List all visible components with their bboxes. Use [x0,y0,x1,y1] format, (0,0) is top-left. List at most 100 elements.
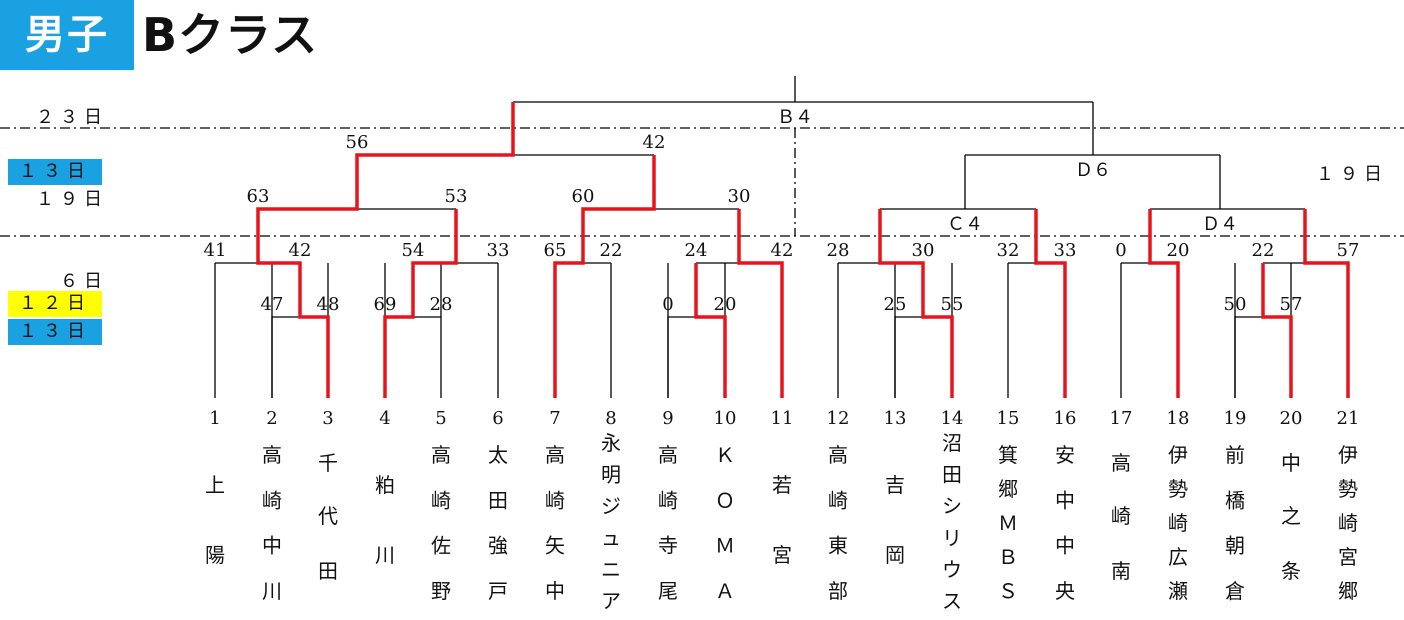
score-r2_3-left: 65 [544,240,567,261]
score-r2_4-left: 24 [685,240,708,261]
team-name-21-char-3: 宮 [1338,545,1358,569]
team-name-10-char-2: Ｍ [715,534,735,558]
team-number-18: 18 [1167,408,1190,429]
team-number-20: 20 [1280,408,1303,429]
team-number-4: 4 [379,408,390,429]
team-name-18-char-1: 勢 [1168,477,1188,501]
team-name-16-char-0: 安 [1055,443,1075,467]
bracket-line-0 [271,316,328,398]
team-name-20-char-1: 之 [1281,504,1301,528]
winner-path-2 [553,155,656,398]
team-name-18-char-0: 伊 [1168,443,1188,467]
team-number-7: 7 [549,408,560,429]
team-number-11: 11 [771,408,794,429]
score-r2_4-right: 42 [771,240,794,261]
team-name-7-char-3: 中 [545,579,565,603]
team-name-19-char-2: 朝 [1225,534,1245,558]
team-name-14-char-2: シ [942,494,962,518]
team-name-13-char-1: 岡 [885,543,905,567]
score-r1_13_14-left: 25 [884,294,907,315]
team-name-21-char-4: 郷 [1338,579,1358,603]
team-name-5-char-2: 佐 [431,534,451,558]
team-name-17-char-0: 高 [1111,451,1131,475]
team-name-2-char-0: 高 [262,443,282,467]
bracket-line-2 [667,316,725,398]
team-name-21-char-0: 伊 [1338,443,1358,467]
team-name-18-char-3: 広 [1168,545,1188,569]
team-name-15-char-0: 箕 [998,443,1018,467]
team-name-2-char-1: 崎 [262,488,282,512]
team-name-2-char-3: 川 [262,579,282,603]
team-name-14-char-4: ウ [942,557,962,581]
team-name-14-char-1: 田 [942,463,962,487]
date-12: １２日 [8,291,102,317]
team-name-8-char-4: ニ [601,557,621,581]
team-name-18-char-4: 瀬 [1168,579,1188,603]
date-13-bottom: １３日 [8,319,102,345]
team-name-11-char-1: 宮 [772,543,792,567]
team-name-12-char-0: 高 [828,443,848,467]
team-name-4-char-1: 川 [375,543,395,567]
score-r1_4_5-right: 28 [430,294,453,315]
date-6: ６日 [60,271,108,292]
team-number-3: 3 [322,408,333,429]
score-r2_2-left: 54 [402,240,425,261]
team-name-5-char-0: 高 [431,443,451,467]
team-name-10-char-0: Ｋ [715,443,735,467]
team-number-10: 10 [714,408,737,429]
team-name-14-char-5: ス [942,589,962,613]
team-number-21: 21 [1337,408,1360,429]
team-number-1: 1 [209,408,220,429]
score-r1_19_20-right: 57 [1280,294,1303,315]
score-sf_left-left: 56 [346,132,369,153]
winner-path-4 [737,209,784,398]
team-name-12-char-2: 東 [828,534,848,558]
team-number-17: 17 [1110,408,1133,429]
team-name-3-char-0: 千 [318,451,338,475]
node-b4: Ｂ４ [777,107,813,128]
team-number-8: 8 [605,408,616,429]
team-name-1-char-1: 陽 [205,543,225,567]
score-r2_3-right: 22 [600,240,623,261]
date-23: ２３日 [36,107,108,128]
team-name-14-char-0: 沼 [942,431,962,455]
team-name-4-char-0: 粕 [375,473,395,497]
team-name-9-char-3: 尾 [658,579,678,603]
team-name-6-char-2: 強 [488,534,508,558]
team-name-15-char-4: Ｓ [998,579,1018,603]
bracket-line-3 [894,316,952,398]
score-r2_6-right: 33 [1054,240,1077,261]
team-name-1-char-0: 上 [205,473,225,497]
score-r1_2_3-right: 48 [317,294,340,315]
team-name-12-char-1: 崎 [828,488,848,512]
team-number-13: 13 [884,408,907,429]
team-name-20-char-0: 中 [1281,451,1301,475]
score-r2_6-left: 32 [997,240,1020,261]
team-name-8-char-0: 永 [601,431,621,455]
team-name-18-char-2: 崎 [1168,511,1188,535]
team-name-17-char-1: 崎 [1111,504,1131,528]
team-name-9-char-2: 寺 [658,534,678,558]
class-title: Bクラス [142,8,319,62]
winner-path-1 [383,209,458,398]
team-name-21-char-2: 崎 [1338,511,1358,535]
score-r2_7-right: 20 [1167,240,1190,261]
team-number-9: 9 [662,408,673,429]
team-name-11-char-0: 若 [772,473,792,497]
team-name-13-char-0: 吉 [885,473,905,497]
team-name-9-char-0: 高 [658,443,678,467]
score-r1_13_14-right: 55 [941,294,964,315]
score-r2_5-right: 30 [912,240,935,261]
date-19-left: １９日 [36,189,108,210]
winner-path-8 [1261,263,1293,398]
date-13-top: １３日 [8,159,102,185]
team-number-5: 5 [435,408,446,429]
gender-badge: 男子 [0,0,134,70]
team-number-2: 2 [266,408,277,429]
score-r3_2-right: 30 [728,186,751,207]
team-name-7-char-2: 矢 [545,534,565,558]
team-name-19-char-0: 前 [1225,443,1245,467]
team-number-15: 15 [997,408,1020,429]
winner-path-6 [1034,209,1067,398]
